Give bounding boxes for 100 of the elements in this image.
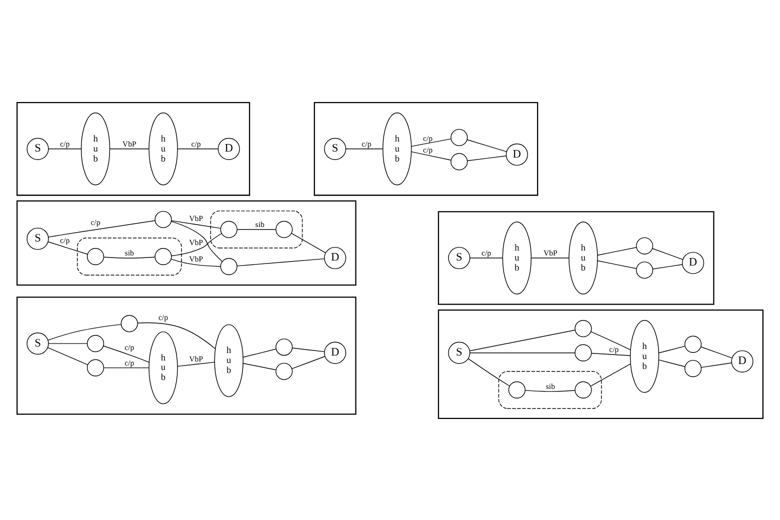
edge-label: c/p	[191, 139, 201, 148]
node-circle	[276, 220, 293, 238]
node-circle: D	[731, 350, 754, 372]
connector	[658, 359, 686, 366]
node-ellipse: h u b	[214, 324, 244, 397]
node-circle: S	[26, 227, 49, 250]
connector	[590, 330, 631, 350]
cluster	[438, 210, 714, 304]
node-ellipse: h u b	[502, 221, 532, 294]
node-ellipse: h u b	[80, 112, 110, 185]
connector	[590, 363, 631, 386]
cluster	[16, 200, 356, 286]
connector	[104, 256, 156, 258]
node-ellipse: h u b	[148, 330, 178, 404]
edge-label: c/p	[158, 312, 168, 322]
node-circle: D	[324, 246, 346, 269]
node-circle: S	[448, 246, 470, 269]
connector	[48, 220, 156, 237]
cluster	[16, 296, 356, 414]
edge-label: VbP	[189, 238, 204, 247]
edge-label: sib	[546, 382, 556, 391]
node-circle	[154, 210, 172, 228]
cluster	[76, 237, 182, 275]
node-circle: S	[324, 137, 346, 160]
edge-label: VbP	[122, 139, 136, 148]
edge-label: c/p	[124, 342, 134, 352]
cluster	[16, 101, 250, 196]
node-circle	[154, 248, 172, 265]
node-circle	[276, 362, 293, 380]
edge-label: VbP	[189, 213, 204, 222]
connector	[177, 148, 218, 149]
node-circle	[86, 334, 104, 352]
node-circle	[276, 338, 293, 356]
edge-label: VbP	[189, 254, 204, 263]
connector	[597, 246, 637, 256]
edge-label: c/p	[124, 358, 134, 368]
node-ellipse: h u b	[382, 112, 412, 185]
edge-label: sib	[124, 248, 134, 258]
connector	[47, 346, 88, 365]
node-circle	[684, 359, 702, 377]
cluster	[498, 370, 602, 408]
connector	[466, 138, 507, 152]
connector	[177, 361, 215, 366]
connector	[652, 248, 684, 260]
edge-label: c/p	[609, 344, 619, 354]
connector	[470, 352, 576, 353]
connector	[658, 345, 686, 353]
connector	[171, 232, 222, 256]
node-circle: S	[26, 137, 49, 160]
connector	[468, 358, 510, 386]
connector	[171, 220, 221, 228]
connector	[411, 150, 452, 160]
edge-label: c/p	[423, 133, 433, 142]
connector	[242, 348, 276, 358]
connector	[531, 257, 570, 258]
node-circle	[86, 248, 104, 265]
connector	[242, 362, 276, 370]
connector	[292, 356, 326, 369]
connector	[170, 220, 223, 262]
connector	[345, 148, 384, 149]
connector	[48, 240, 88, 254]
connector	[170, 258, 221, 266]
connector	[48, 324, 122, 340]
connector	[103, 345, 150, 362]
node-circle: D	[218, 137, 240, 160]
edge-label: c/p	[481, 248, 492, 258]
connector	[597, 260, 637, 268]
node-circle: D	[324, 341, 346, 364]
cluster	[438, 309, 764, 419]
node-circle	[220, 220, 238, 238]
cluster	[314, 101, 538, 196]
connector	[103, 366, 150, 368]
edge-label: c/p	[362, 139, 372, 148]
node-circle	[574, 344, 592, 361]
node-ellipse: h u b	[630, 320, 660, 392]
connector	[591, 352, 631, 356]
node-circle	[450, 152, 468, 170]
connector	[700, 362, 732, 368]
node-circle	[636, 261, 654, 278]
node-circle	[574, 380, 592, 398]
edge-label: c/p	[60, 139, 70, 148]
edge-label: VbP	[543, 248, 558, 258]
node-circle: S	[26, 332, 49, 354]
node-ellipse: h u b	[148, 112, 178, 185]
connector	[291, 232, 326, 253]
connector	[470, 257, 503, 258]
edge-label: c/p	[90, 218, 100, 227]
connector	[48, 148, 82, 149]
connector	[137, 322, 216, 349]
edge-label: c/p	[60, 235, 70, 244]
node-circle: S	[448, 341, 470, 364]
connector	[524, 390, 576, 392]
node-circle	[450, 128, 468, 146]
node-circle	[684, 335, 702, 352]
node-circle: D	[682, 251, 704, 274]
node-circle	[120, 314, 138, 332]
connector	[652, 264, 683, 269]
node-circle	[574, 320, 592, 337]
node-circle: D	[506, 143, 528, 166]
connector	[411, 138, 452, 146]
